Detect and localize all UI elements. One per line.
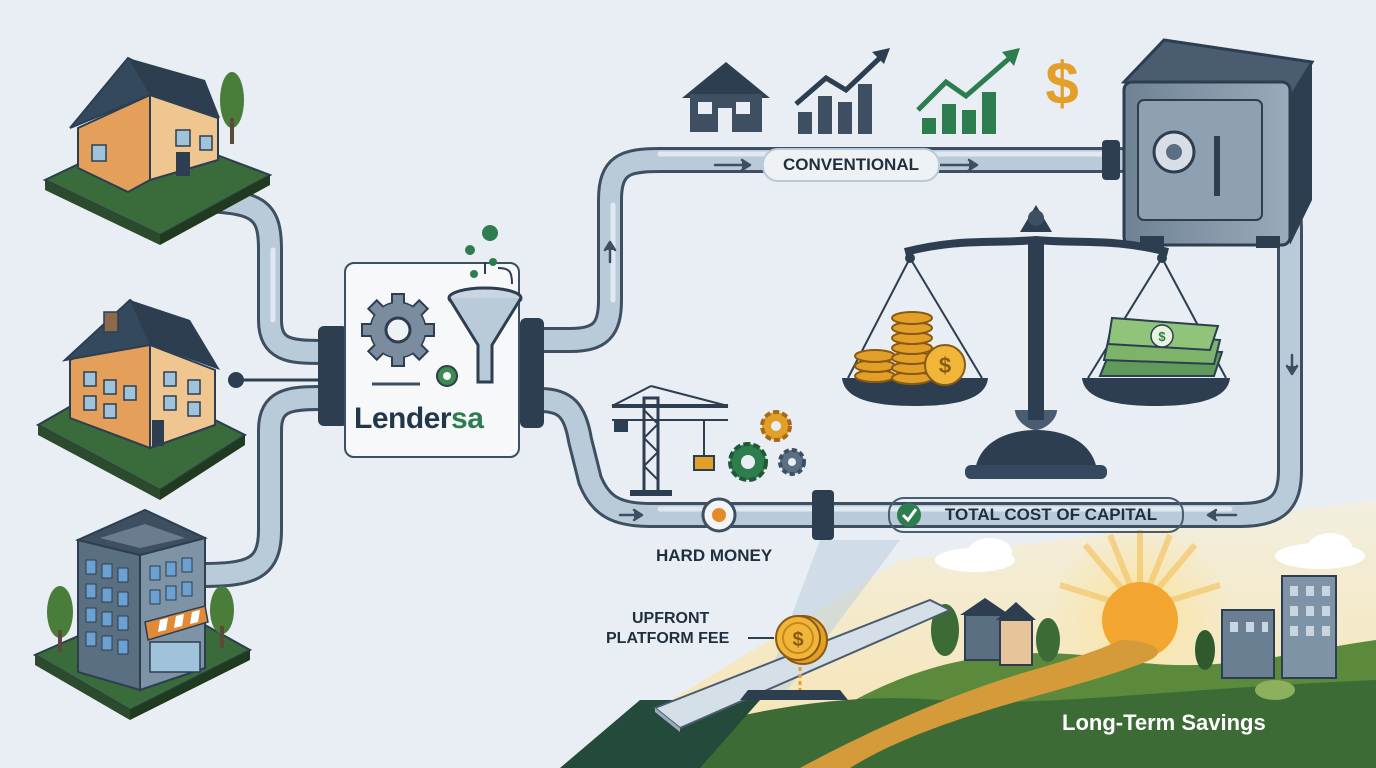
bar-chart-up-icon bbox=[794, 48, 890, 134]
single-family-house-icon bbox=[42, 56, 273, 245]
commercial-building-icon bbox=[32, 508, 253, 720]
total-cost-of-capital-label: TOTAL COST OF CAPITAL bbox=[888, 497, 1184, 533]
village-houses bbox=[931, 575, 1337, 700]
coin-icon: $ bbox=[775, 615, 828, 665]
svg-text:$: $ bbox=[939, 353, 951, 378]
long-term-savings-label: Long-Term Savings bbox=[1062, 710, 1266, 735]
conventional-route-label: CONVENTIONAL bbox=[762, 148, 940, 182]
conventional-label-text: CONVENTIONAL bbox=[783, 155, 919, 174]
total-cost-label-text: TOTAL COST OF CAPITAL bbox=[944, 505, 1158, 524]
sunrise-icon bbox=[1102, 582, 1178, 658]
svg-text:$: $ bbox=[1158, 329, 1166, 344]
multi-family-house-icon bbox=[35, 298, 248, 500]
upfront-fee-label-line2: PLATFORM FEE bbox=[606, 630, 730, 647]
safe-vault-icon bbox=[1120, 38, 1315, 248]
gear-cluster-icon bbox=[728, 410, 806, 482]
hard-money-label: HARD MONEY bbox=[656, 546, 773, 565]
pipe-coupling-right bbox=[520, 318, 544, 428]
pipe-coupling-left bbox=[318, 326, 348, 426]
svg-text:$: $ bbox=[792, 629, 803, 651]
house-icon bbox=[682, 62, 770, 132]
brand-logo: Lendersa bbox=[354, 402, 484, 436]
brand-name: Lender bbox=[354, 402, 452, 435]
small-gear-icon bbox=[436, 365, 458, 387]
cash-stack-icon: $ bbox=[1098, 316, 1224, 377]
construction-crane-icon bbox=[611, 385, 729, 496]
coin-stack-icon: $ bbox=[854, 311, 966, 386]
funnel-icon bbox=[447, 262, 523, 384]
processor-icons bbox=[361, 225, 523, 387]
green-chart-up-icon bbox=[916, 48, 1020, 134]
upfront-fee-label-line1: UPFRONT bbox=[632, 610, 710, 627]
dollar-sign-icon: $ bbox=[1045, 50, 1078, 117]
brand-name-accent: sa bbox=[451, 402, 484, 435]
gear-icon bbox=[361, 293, 435, 367]
landscape-scene bbox=[560, 500, 1376, 768]
